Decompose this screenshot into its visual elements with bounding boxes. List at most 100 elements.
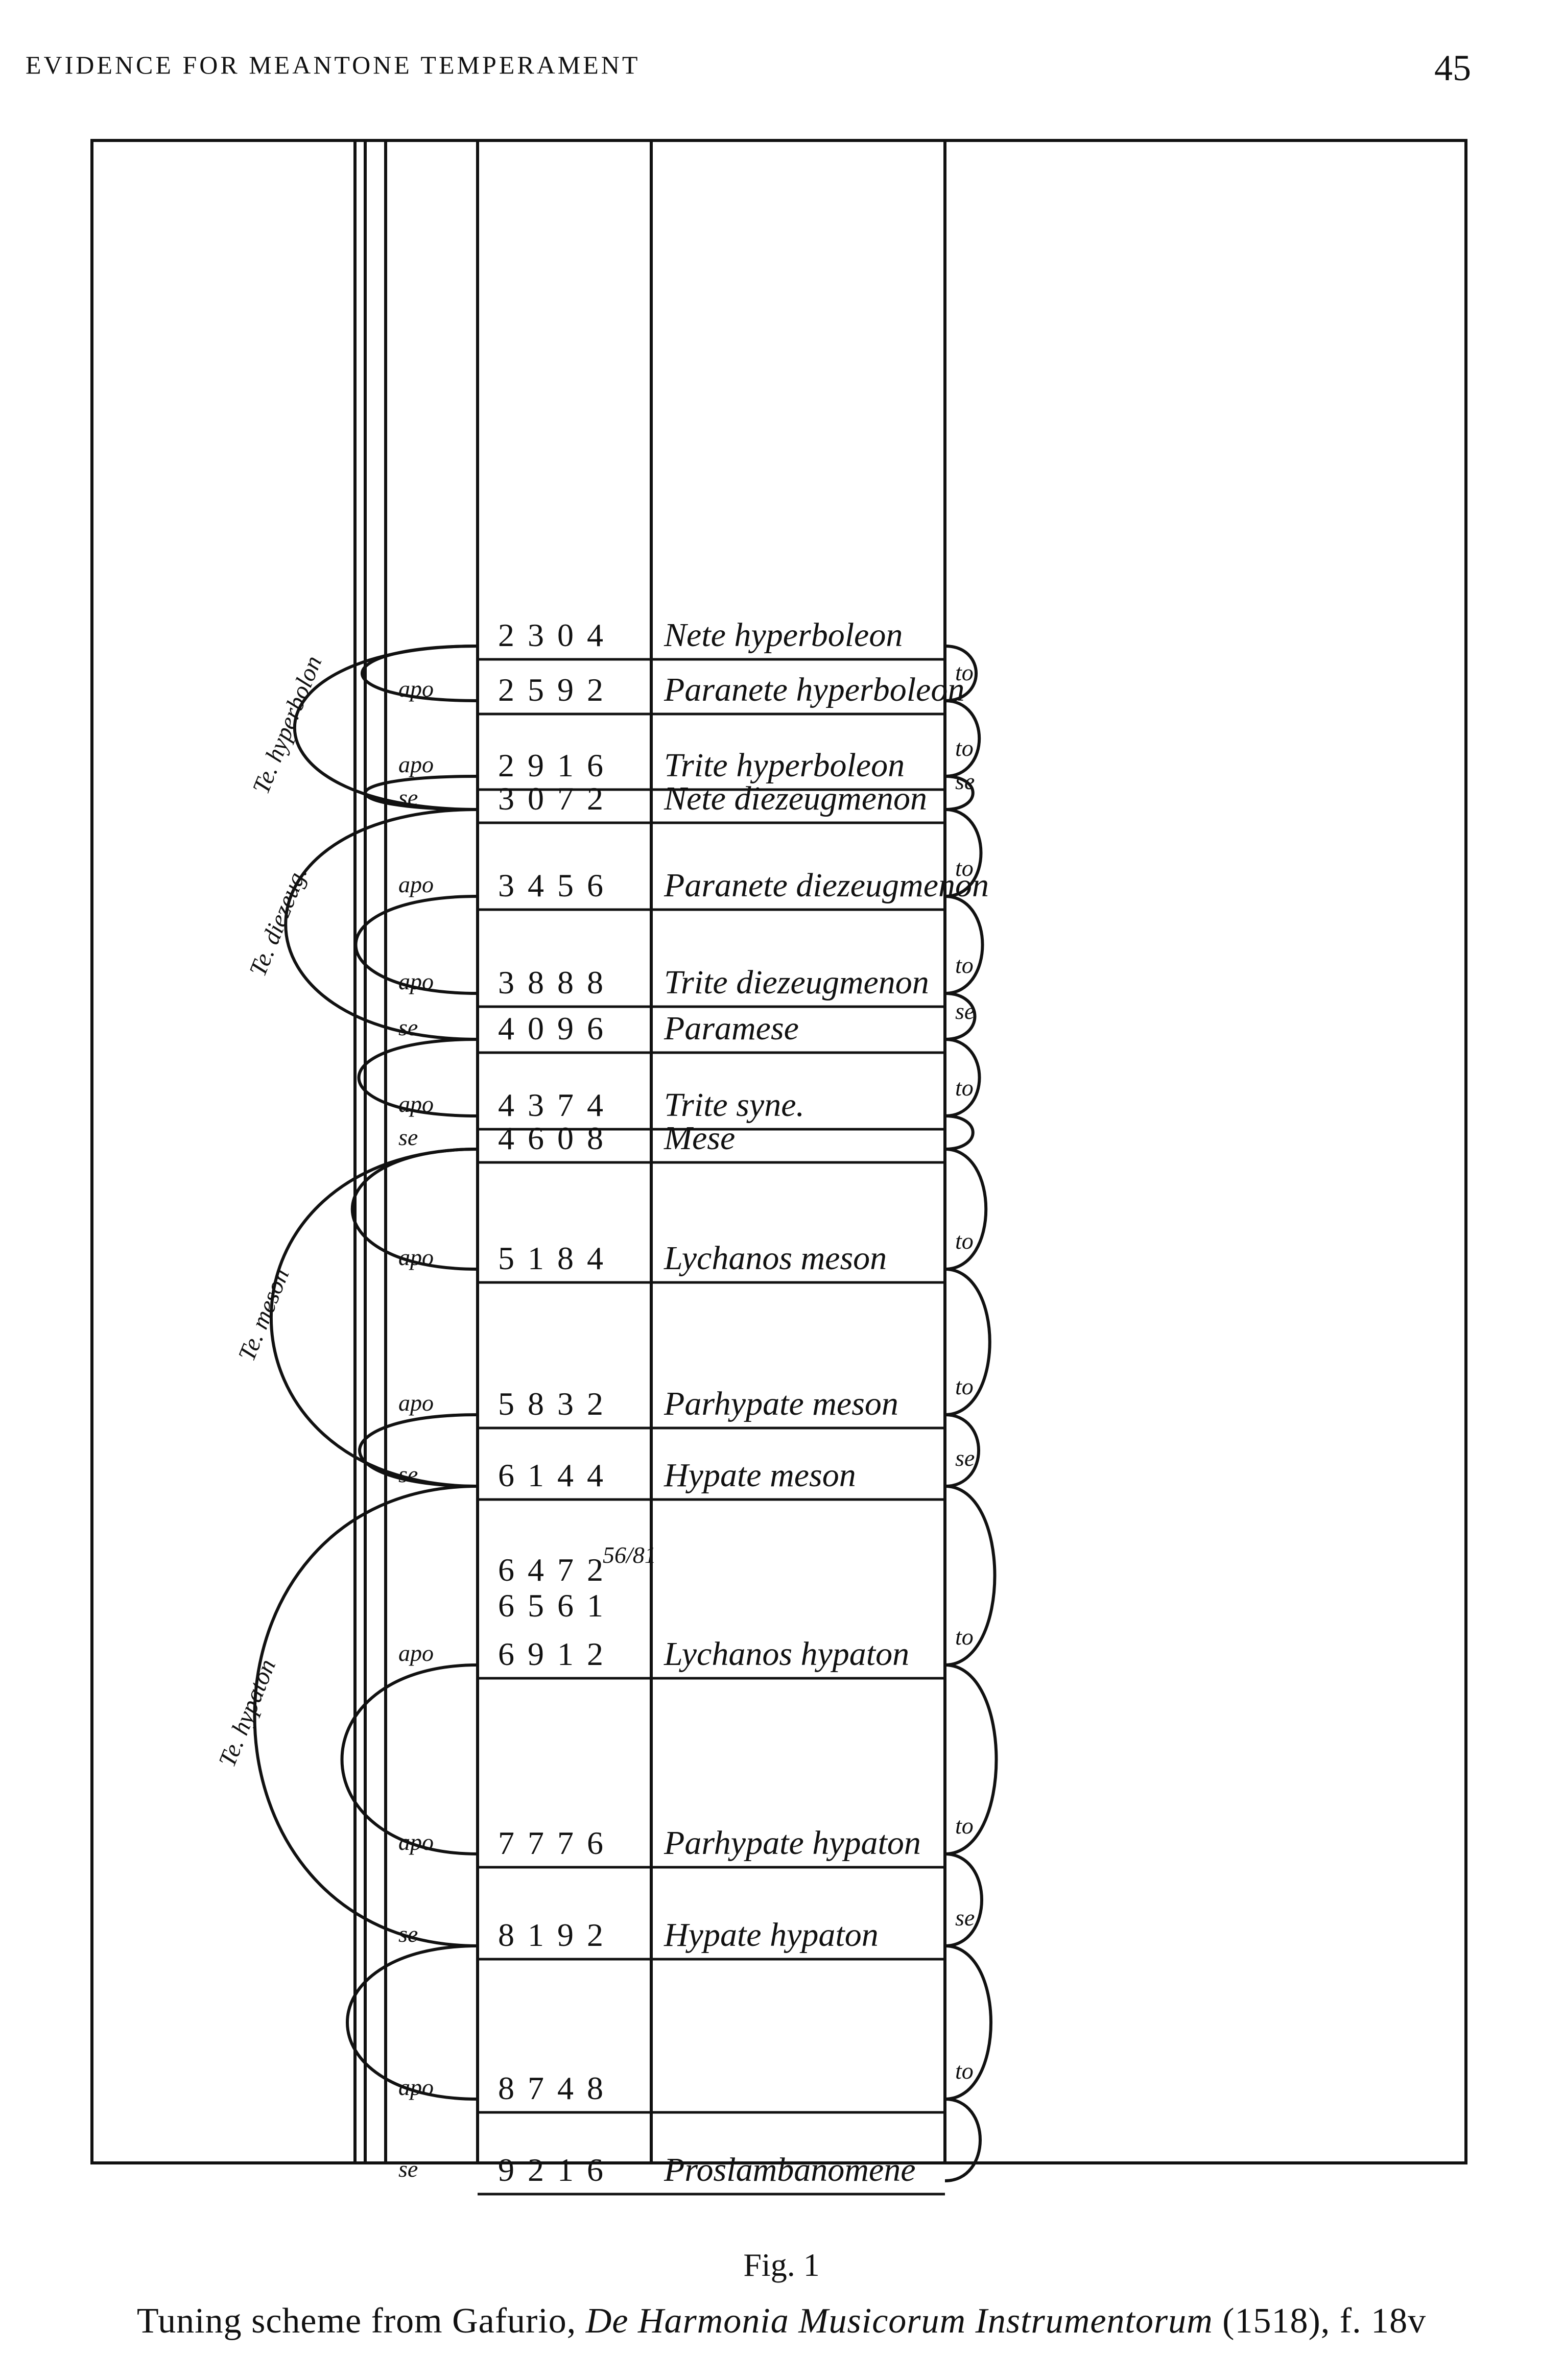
string-name: Paramese [664,1010,799,1047]
string-number: 2304 [498,617,617,653]
interval-mark-right: to [955,1228,974,1254]
extra-number: 6561 [498,1587,617,1624]
string-name: Proslambanomene [664,2151,916,2188]
string-number: 3456 [498,867,617,903]
interval-mark-right: to [955,1813,974,1839]
tetrachord-label: Te. hypaton [214,1655,281,1771]
tetrachord-arc [253,1485,478,1947]
string-name: Paranete hyperboleon [664,671,964,708]
figure-frame [90,139,1467,2164]
interval-mark-right: se [955,1445,975,1471]
interval-mark-left: apo [398,751,434,777]
interval-mark-right: to [955,1075,974,1101]
right-interval-loop [944,895,984,995]
interval-mark-right: se [955,1905,975,1931]
interval-mark-left: apo [398,1091,434,1117]
string-name: Parhypate hypaton [664,1824,921,1862]
string-number: 5184 [498,1240,617,1276]
string-number: 9216 [498,2152,617,2188]
interval-mark-right: se [955,998,975,1024]
extra-number: 6472 [498,1552,617,1588]
string-name: Trite syne. [664,1086,804,1124]
right-interval-loop [944,645,978,702]
string-number: 2916 [498,747,617,783]
caption-text: Tuning scheme from Gafurio, [136,2301,577,2341]
caption-citation: (1518), f. 18v [1222,2301,1427,2341]
figure-caption: Tuning scheme from Gafurio, De Harmonia … [0,2301,1563,2342]
interval-mark-right: to [955,1624,974,1650]
interval-mark-left: apo [398,1244,434,1270]
figure-label: Fig. 1 [743,2247,820,2283]
string-name: Hypate meson [664,1457,856,1494]
string-number: 7776 [498,1825,617,1861]
right-interval-loop [944,1485,997,1667]
right-interval-loop [944,1413,980,1488]
string-number: 6912 [498,1636,617,1672]
string-number: 2592 [498,672,617,708]
interval-mark-right: to [955,2058,974,2084]
string-name: Trite diezeugmenon [664,964,929,1001]
interval-mark-right: se [955,768,975,794]
interval-mark-right: to [955,952,974,978]
right-interval-loop [944,2098,982,2182]
interval-mark-left: apo [398,871,434,897]
string-number: 3072 [498,780,617,817]
interval-mark-left: apo [398,1829,434,1855]
outer-border [90,139,1467,2164]
string-name: Nete hyperboleon [664,616,903,654]
interval-mark-right: to [955,855,974,881]
tetrachord-arc [293,645,478,811]
left-interval-loop [340,1663,478,1855]
interval-mark-left: se [398,1921,418,1947]
tetrachord-label: Te. meson [233,1265,294,1365]
interval-mark-left: se [398,1124,418,1150]
string-name: Trite hyperboleon [664,747,905,784]
interval-mark-left: apo [398,676,434,702]
tetrachord-label: Te. diezeug. [244,863,313,980]
interval-mark-right: to [955,735,974,761]
interval-mark-right: to [955,659,974,685]
string-name: Parhypate meson [664,1385,898,1422]
string-number: 3888 [498,964,617,1001]
string-name: Nete diezeugmenon [664,780,927,817]
interval-mark-right: to [955,1373,974,1399]
right-interval-loop [944,1038,981,1117]
right-interval-loop [944,1114,975,1151]
string-number: 4608 [498,1120,617,1156]
right-interval-loop [944,775,975,811]
left-interval-loop [364,775,478,811]
right-interval-loop [944,1663,998,1855]
interval-mark-left: se [398,784,418,811]
interval-mark-left: apo [398,1390,434,1416]
string-number: 6144 [498,1457,617,1493]
string-name: Paranete diezeugmenon [664,867,989,904]
interval-loops [253,645,998,2182]
left-interval-loop [358,1413,478,1488]
interval-mark-left: apo [398,968,434,994]
string-rows: 2304 Nete hyperboleon 2592 Paranete hyperbo… [398,616,989,2196]
tetrachord-arc [269,1148,478,1488]
tetrachord-label: Te. hyperbolon [247,652,327,798]
string-number: 8748 [498,2070,617,2106]
right-interval-loop [944,1148,988,1271]
string-name: Lychanos meson [664,1240,887,1277]
running-title: EVIDENCE FOR MEANTONE TEMPERAMENT [26,51,641,79]
string-number: 4096 [498,1010,617,1046]
right-interval-loop [944,1944,992,2101]
string-number: 8192 [498,1917,617,1953]
interval-mark-left: apo [398,2074,434,2100]
tetrachord-arc [284,808,478,1041]
left-interval-loop [354,895,478,995]
caption-title: De Harmonia Musicorum Instrumentorum [585,2301,1213,2341]
extra-number: 56/81 [603,1542,656,1568]
string-name: Hypate hypaton [664,1916,879,1954]
page-number: 45 [1434,47,1471,88]
right-interval-loop [944,808,983,898]
interval-mark-left: apo [398,1640,434,1666]
left-interval-loop [357,1038,478,1117]
right-interval-loop [944,992,977,1041]
